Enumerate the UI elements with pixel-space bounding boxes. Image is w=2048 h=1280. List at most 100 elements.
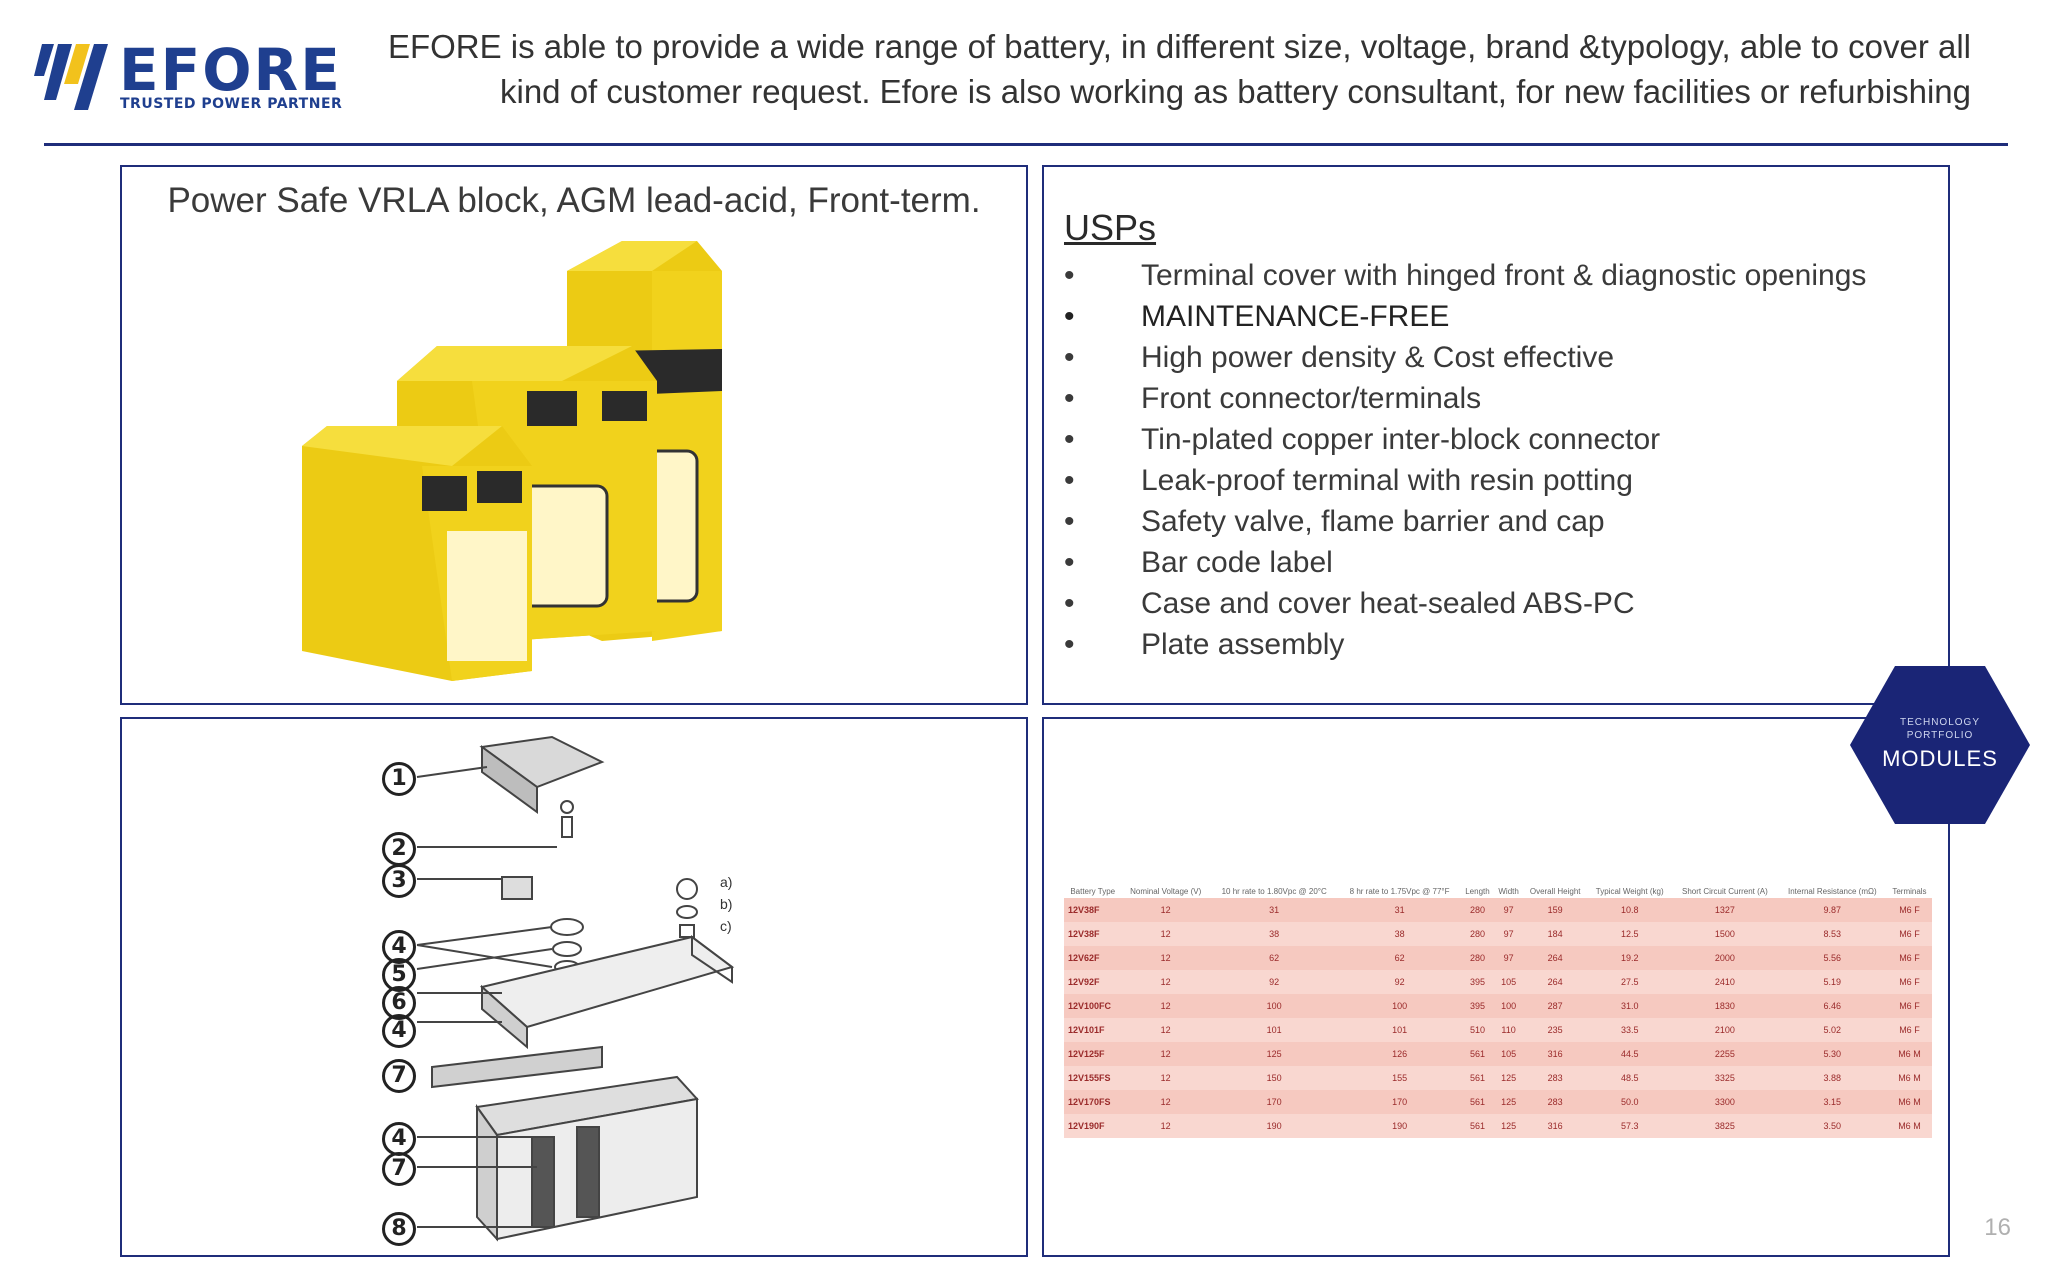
table-cell: 264 <box>1547 953 1563 963</box>
table-cell: 561 <box>1469 1049 1485 1059</box>
usp-item-text: High power density & Cost effective <box>1141 341 1615 374</box>
table-cell: 12 <box>1160 1097 1171 1107</box>
table-cell: 280 <box>1469 953 1485 963</box>
part-label-a: a) <box>720 874 733 890</box>
table-cell: 8.53 <box>1823 929 1842 939</box>
page-number: 16 <box>1984 1214 2011 1241</box>
table-cell: 100 <box>1266 1001 1282 1011</box>
bullet: • <box>1064 628 1075 661</box>
callout-1: 1 <box>382 762 416 796</box>
table-cell: 5.02 <box>1823 1025 1842 1035</box>
table-cell: 280 <box>1469 929 1485 939</box>
header-line-2: kind of customer request. Efore is also … <box>499 73 1971 110</box>
spec-table-panel: Battery Type Nominal Voltage (V) 10 hr r… <box>1042 717 1950 1257</box>
callout-3: 3 <box>382 864 416 898</box>
table-cell: 1830 <box>1714 1001 1735 1011</box>
usps-panel: USPs •Terminal cover with hinged front &… <box>1042 165 1950 705</box>
table-cell: 190 <box>1392 1121 1408 1131</box>
table-cell: 57.3 <box>1620 1121 1639 1131</box>
column-header: Width <box>1498 887 1519 896</box>
table-cell: 2100 <box>1714 1025 1735 1035</box>
usp-item-text: Case and cover heat-sealed ABS-PC <box>1141 587 1635 620</box>
usp-item-text: Leak-proof terminal with resin potting <box>1141 464 1633 497</box>
table-cell: 150 <box>1266 1073 1282 1083</box>
table-cell: 92 <box>1269 977 1280 987</box>
column-header: Nominal Voltage (V) <box>1130 887 1202 896</box>
column-header: Short Circuit Current (A) <box>1681 887 1768 896</box>
logo-mark-icon <box>34 44 108 110</box>
table-cell: 12 <box>1160 929 1171 939</box>
product-title: Power Safe VRLA block, AGM lead-acid, Fr… <box>167 181 981 220</box>
table-cell: M6 F <box>1899 929 1920 939</box>
logo-wordmark: EFORE <box>119 36 342 104</box>
column-header: Battery Type <box>1070 887 1116 896</box>
table-cell: M6 F <box>1899 953 1920 963</box>
table-cell: 110 <box>1501 1025 1516 1035</box>
table-cell: 12V170FS <box>1068 1097 1111 1107</box>
table-cell: 264 <box>1547 977 1563 987</box>
table-cell: 12V101F <box>1068 1025 1105 1035</box>
table-cell: 395 <box>1469 977 1485 987</box>
table-cell: 12V100FC <box>1068 1001 1112 1011</box>
usp-item: •MAINTENANCE-FREE <box>1064 296 1866 337</box>
table-cell: 159 <box>1547 905 1563 915</box>
battery-photo-image <box>302 241 722 681</box>
table-cell: 190 <box>1266 1121 1282 1131</box>
bullet: • <box>1064 464 1075 497</box>
part-label-b: b) <box>720 896 733 912</box>
table-cell: M6 F <box>1899 1001 1920 1011</box>
usp-item: •Terminal cover with hinged front & diag… <box>1064 255 1866 296</box>
table-cell: 100 <box>1392 1001 1408 1011</box>
table-cell: 5.30 <box>1823 1049 1842 1059</box>
bullet: • <box>1064 300 1075 333</box>
bullet: • <box>1064 382 1075 415</box>
table-cell: 170 <box>1266 1097 1282 1107</box>
efore-logo: EFORE TRUSTED POWER PARTNER <box>34 40 342 112</box>
table-cell: 100 <box>1501 1001 1517 1011</box>
table-cell: 235 <box>1547 1025 1563 1035</box>
bullet: • <box>1064 546 1075 579</box>
callout-4b: 4 <box>382 1014 416 1048</box>
part-label-c: c) <box>720 918 732 934</box>
table-cell: 12 <box>1160 1001 1171 1011</box>
column-header: 8 hr rate to 1.75Vpc @ 77°F <box>1349 887 1450 896</box>
table-cell: 12V125F <box>1068 1049 1105 1059</box>
callout-7: 7 <box>382 1059 416 1093</box>
bullet: • <box>1064 341 1075 374</box>
column-header: Typical Weight (kg) <box>1595 887 1664 896</box>
table-cell: 12.5 <box>1620 929 1639 939</box>
usp-item-text: Front connector/terminals <box>1141 382 1482 415</box>
usp-item-text: Bar code label <box>1141 546 1333 579</box>
table-cell: 287 <box>1547 1001 1563 1011</box>
table-cell: 12 <box>1160 1073 1171 1083</box>
callout-4c: 4 <box>382 1122 416 1156</box>
usp-item-text: Plate assembly <box>1141 628 1345 661</box>
table-cell: M6 F <box>1899 905 1920 915</box>
table-cell: M6 M <box>1898 1049 1921 1059</box>
callout-2: 2 <box>382 832 416 866</box>
table-cell: 170 <box>1392 1097 1408 1107</box>
table-cell: M6 M <box>1898 1097 1921 1107</box>
part-labels: a) b) c) <box>720 871 732 937</box>
table-cell: M6 M <box>1898 1073 1921 1083</box>
table-cell: 44.5 <box>1620 1049 1639 1059</box>
column-header: Overall Height <box>1529 887 1581 896</box>
hexagon-badge-icon <box>1850 666 2030 824</box>
table-cell: 561 <box>1469 1073 1485 1083</box>
bullet: • <box>1064 423 1075 456</box>
table-cell: 31.0 <box>1620 1001 1639 1011</box>
table-cell: 3300 <box>1714 1097 1735 1107</box>
table-cell: 1500 <box>1714 929 1735 939</box>
table-cell: 5.19 <box>1823 977 1842 987</box>
table-cell: 38 <box>1394 929 1405 939</box>
table-cell: 125 <box>1266 1049 1282 1059</box>
table-cell: 12 <box>1160 977 1171 987</box>
table-cell: 105 <box>1501 1049 1517 1059</box>
